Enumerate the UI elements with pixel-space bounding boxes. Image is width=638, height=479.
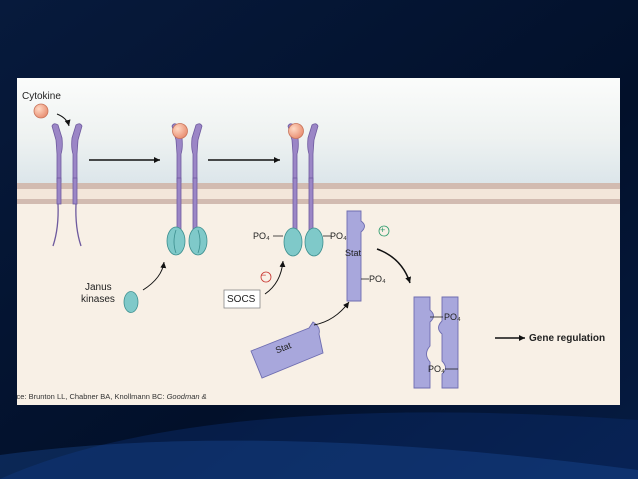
stat-dimer-left <box>413 296 434 389</box>
membrane-core <box>17 189 620 199</box>
stat-recruit-arrow <box>313 301 350 326</box>
cytokine-ball <box>172 123 188 139</box>
socs-box <box>223 289 261 309</box>
stat-dimer-right <box>438 296 459 389</box>
cytokine-label: Cytokine <box>22 91 61 102</box>
extracellular-space <box>17 78 620 186</box>
free-janus-kinase <box>123 291 139 313</box>
source-citation-italic: Goodman & <box>166 392 207 401</box>
binding-arrow <box>56 113 71 127</box>
membrane-inner-layer <box>17 199 620 204</box>
plus-symbol: + <box>380 225 386 235</box>
jak-pair-phosphorylated <box>283 227 324 257</box>
jak-pair <box>166 226 208 256</box>
po4-label-right: PO₄ <box>330 231 347 241</box>
po4-label-dimer-top: PO₄ <box>444 312 461 322</box>
janus-kinases-label-line2: kinases <box>81 294 115 305</box>
receptor-unbound <box>51 123 83 205</box>
cytokine-ball <box>33 103 49 119</box>
receptor-tail <box>52 203 59 247</box>
janus-kinases-label-line1: Janus <box>85 282 112 293</box>
po4-label-left: PO₄ <box>253 231 270 241</box>
diagram-panel: Cytokine Janus kinases SOCS − PO₄ PO₄ St… <box>17 78 620 405</box>
receptor-tail <box>75 203 82 247</box>
stat-free <box>250 321 324 379</box>
po4-label-stat: PO₄ <box>369 274 386 284</box>
socs-arrow <box>264 260 286 295</box>
minus-symbol: − <box>261 270 267 280</box>
cytokine-ball <box>288 123 304 139</box>
socs-label: SOCS <box>227 294 256 305</box>
gene-regulation-label: Gene regulation <box>529 333 606 344</box>
jak-detail <box>173 229 201 254</box>
stat-docked-label: Stat <box>345 248 362 258</box>
jak-stat-diagram <box>17 78 620 405</box>
kinase-arrow <box>142 261 167 291</box>
membrane-outer-layer <box>17 183 620 189</box>
plus-symbol-circle <box>378 225 390 237</box>
po4-label-dimer-bottom: PO₄ <box>428 364 445 374</box>
dissociation-arrow <box>376 248 412 284</box>
source-citation: rce: Brunton LL, Chabner BA, Knollmann B… <box>17 392 207 401</box>
minus-symbol-circle <box>260 271 272 283</box>
source-citation-text: rce: Brunton LL, Chabner BA, Knollmann B… <box>17 392 167 401</box>
stat-docked <box>346 210 365 302</box>
